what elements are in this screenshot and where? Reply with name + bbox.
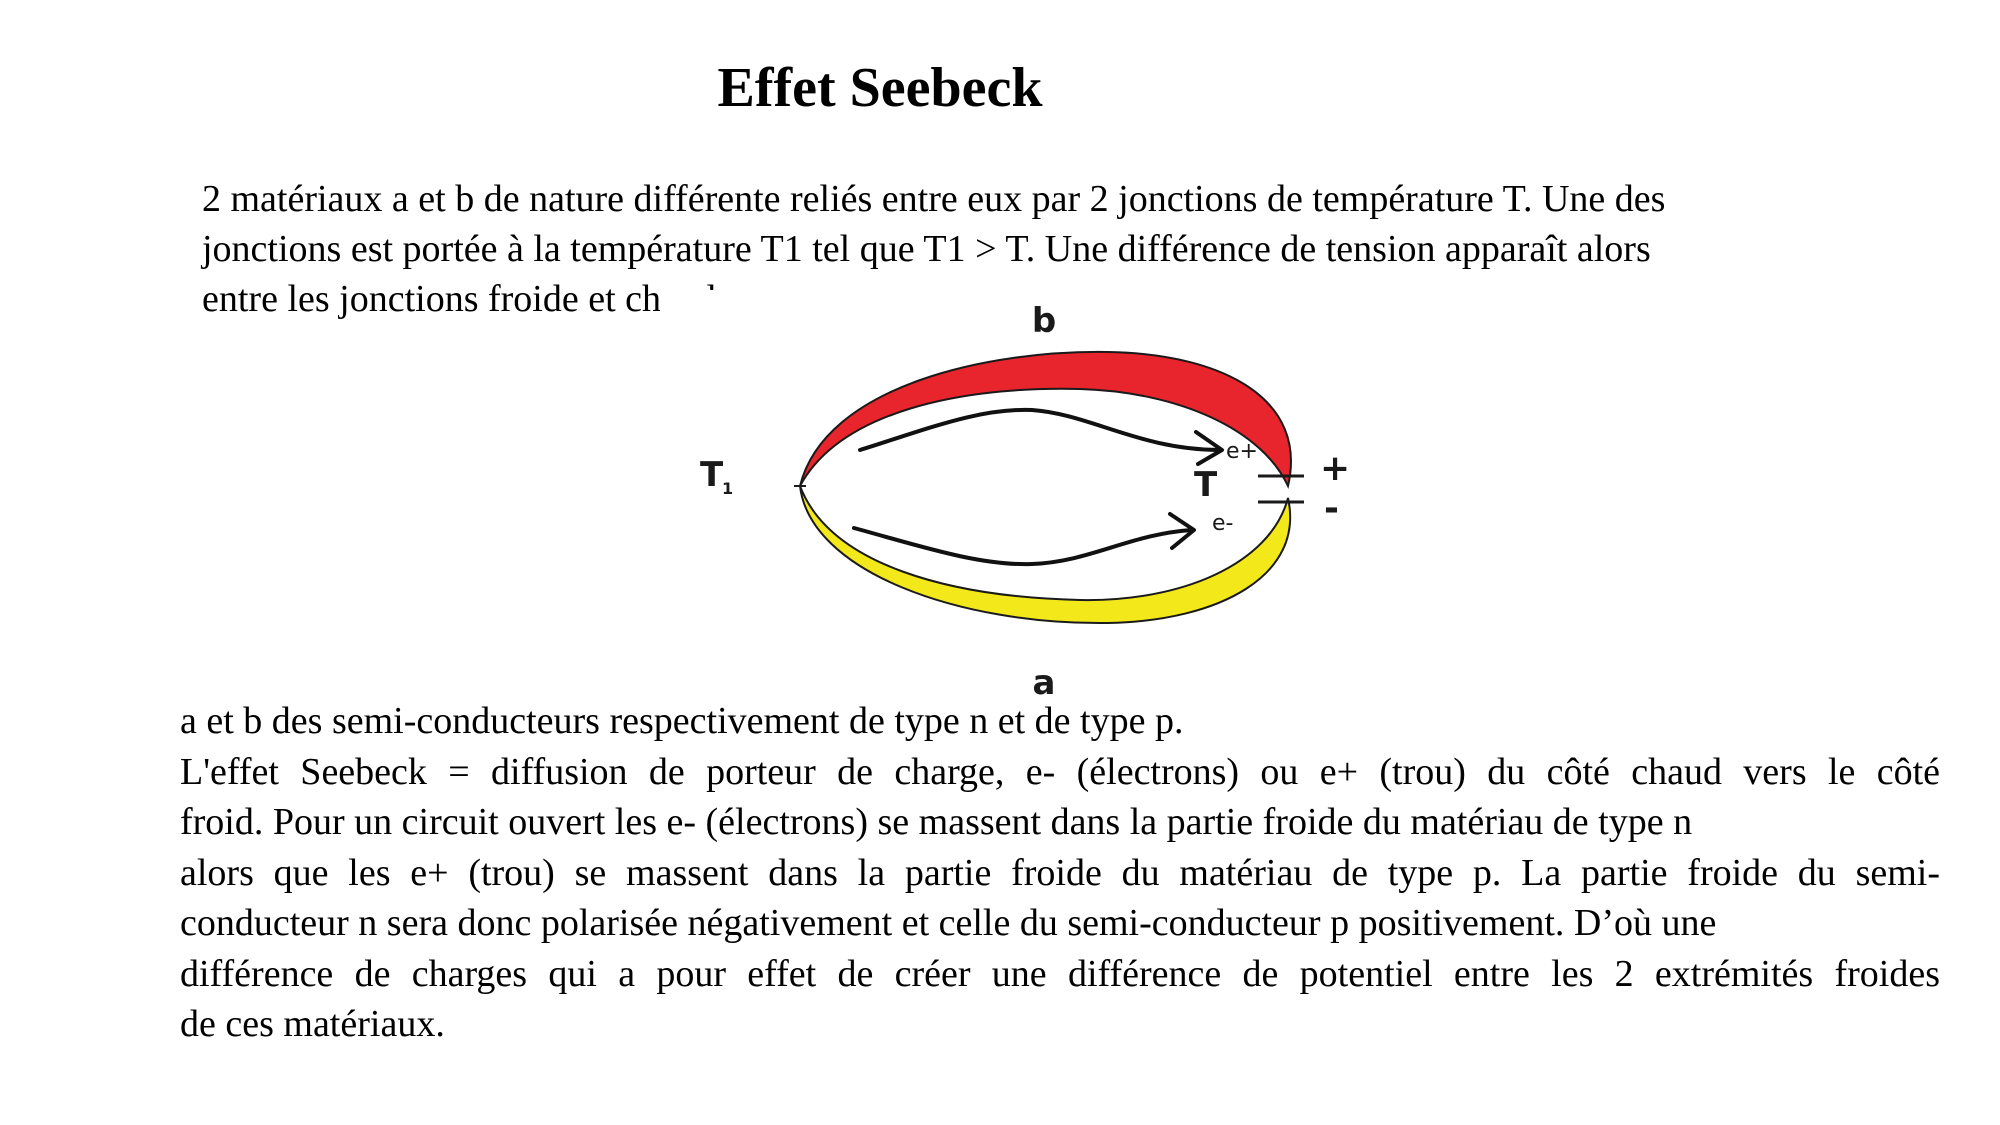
body-line: a et b des semi-conducteurs respectiveme… xyxy=(180,700,1184,742)
seebeck-diagram-svg: b a T 1 T e+ e- + - xyxy=(700,301,1350,700)
explanation-paragraph: a et b des semi-conducteurs respectiveme… xyxy=(180,696,1940,1050)
label-t: T xyxy=(1194,465,1218,505)
body-line: de ces matériaux. xyxy=(180,1003,445,1045)
material-a-band xyxy=(799,485,1291,625)
seebeck-diagram: b a T 1 T e+ e- + - xyxy=(660,290,1380,700)
intro-paragraph: 2 matériaux a et b de nature différente … xyxy=(202,174,1862,324)
intro-line: 2 matériaux a et b de nature différente … xyxy=(202,178,1666,220)
body-line: froid. Pour un circuit ouvert les e- (él… xyxy=(180,801,1693,843)
body-line: différence de charges qui a pour effet d… xyxy=(180,952,1940,995)
label-e-plus: e+ xyxy=(1226,439,1258,464)
page-title: Effet Seebeck xyxy=(717,57,1043,119)
label-e-minus: e- xyxy=(1212,511,1233,536)
material-b-band xyxy=(799,350,1292,490)
label-t1-subscript: 1 xyxy=(722,479,733,498)
intro-line: entre les jonctions froide et chaude. xyxy=(202,278,743,320)
label-minus: - xyxy=(1324,488,1339,529)
intro-line: jonctions est portée à la température T1… xyxy=(202,228,1651,270)
body-line: conducteur n sera donc polarisée négativ… xyxy=(180,902,1717,944)
label-a: a xyxy=(1033,663,1056,700)
label-b: b xyxy=(1032,301,1056,341)
body-line: alors que les e+ (trou) se massent dans … xyxy=(180,851,1940,894)
hole-flow-arrow xyxy=(858,407,1222,452)
electron-flow-arrow xyxy=(852,526,1194,567)
electron-arrowhead xyxy=(1168,512,1196,550)
hole-arrowhead xyxy=(1194,430,1224,466)
body-line: L'effet Seebeck = diffusion de porteur d… xyxy=(180,750,1940,793)
label-t1: T xyxy=(700,455,724,495)
label-plus: + xyxy=(1320,448,1350,489)
